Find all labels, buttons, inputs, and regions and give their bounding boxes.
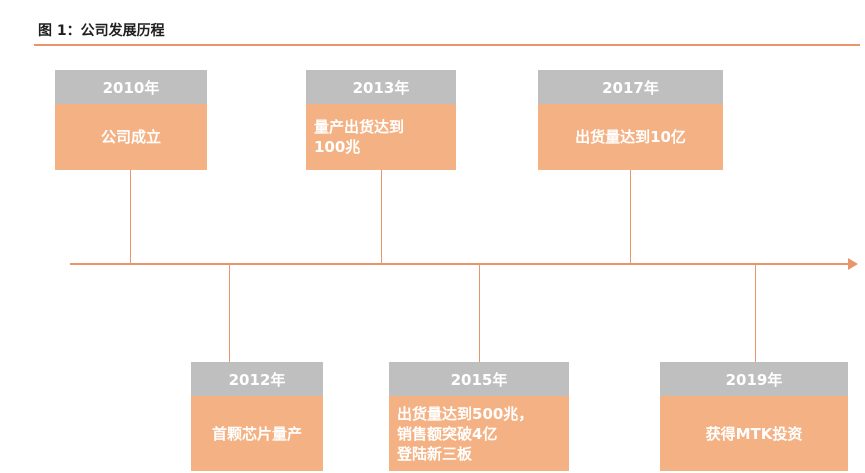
event-year: 2017年 — [538, 70, 723, 104]
figure-title: 图 1：公司发展历程 — [38, 23, 165, 39]
timeline-axis — [70, 263, 850, 265]
event-year: 2012年 — [191, 362, 323, 396]
event-description: 量产出货达到 100兆 — [306, 104, 456, 170]
connector-2017 — [630, 170, 631, 264]
event-description: 首颗芯片量产 — [191, 396, 323, 471]
event-2010: 2010年 公司成立 — [55, 70, 207, 170]
event-2013: 2013年 量产出货达到 100兆 — [306, 70, 456, 170]
connector-2013 — [381, 170, 382, 264]
event-2015: 2015年 出货量达到500兆， 销售额突破4亿 登陆新三板 — [389, 362, 569, 471]
connector-2015 — [479, 264, 480, 362]
event-description: 获得MTK投资 — [660, 396, 848, 471]
connector-2019 — [755, 264, 756, 362]
event-year: 2015年 — [389, 362, 569, 396]
event-year: 2019年 — [660, 362, 848, 396]
event-year: 2010年 — [55, 70, 207, 104]
event-description: 出货量达到10亿 — [538, 104, 723, 170]
event-2019: 2019年 获得MTK投资 — [660, 362, 848, 471]
event-year: 2013年 — [306, 70, 456, 104]
event-2017: 2017年 出货量达到10亿 — [538, 70, 723, 170]
timeline-arrow-icon — [848, 258, 858, 270]
event-description: 公司成立 — [55, 104, 207, 170]
connector-2010 — [130, 170, 131, 264]
event-2012: 2012年 首颗芯片量产 — [191, 362, 323, 471]
connector-2012 — [229, 264, 230, 362]
title-divider — [34, 44, 860, 46]
event-description: 出货量达到500兆， 销售额突破4亿 登陆新三板 — [389, 396, 569, 471]
